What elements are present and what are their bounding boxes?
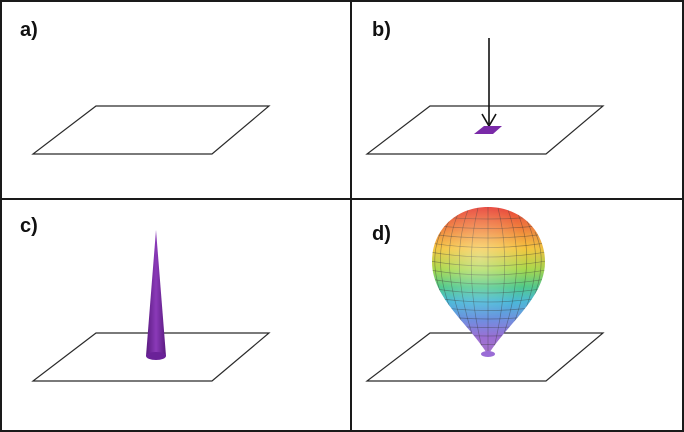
purple-spike-icon	[146, 230, 166, 360]
panel-c: c)	[20, 215, 271, 382]
panel-a: a)	[20, 19, 271, 155]
panel-b: b)	[365, 19, 605, 155]
panel-c-label: c)	[20, 215, 38, 237]
panel-b-label: b)	[372, 19, 391, 41]
panel-d-label: d)	[372, 223, 391, 245]
empty-plane-icon	[31, 105, 271, 155]
plane-c	[31, 332, 271, 382]
plane-b	[365, 105, 605, 155]
panel-d: d)	[365, 207, 605, 382]
rainbow-balloon-icon	[432, 207, 545, 357]
panel-a-label: a)	[20, 19, 38, 41]
impact-spot-icon	[474, 126, 502, 134]
plane-d	[365, 332, 605, 382]
